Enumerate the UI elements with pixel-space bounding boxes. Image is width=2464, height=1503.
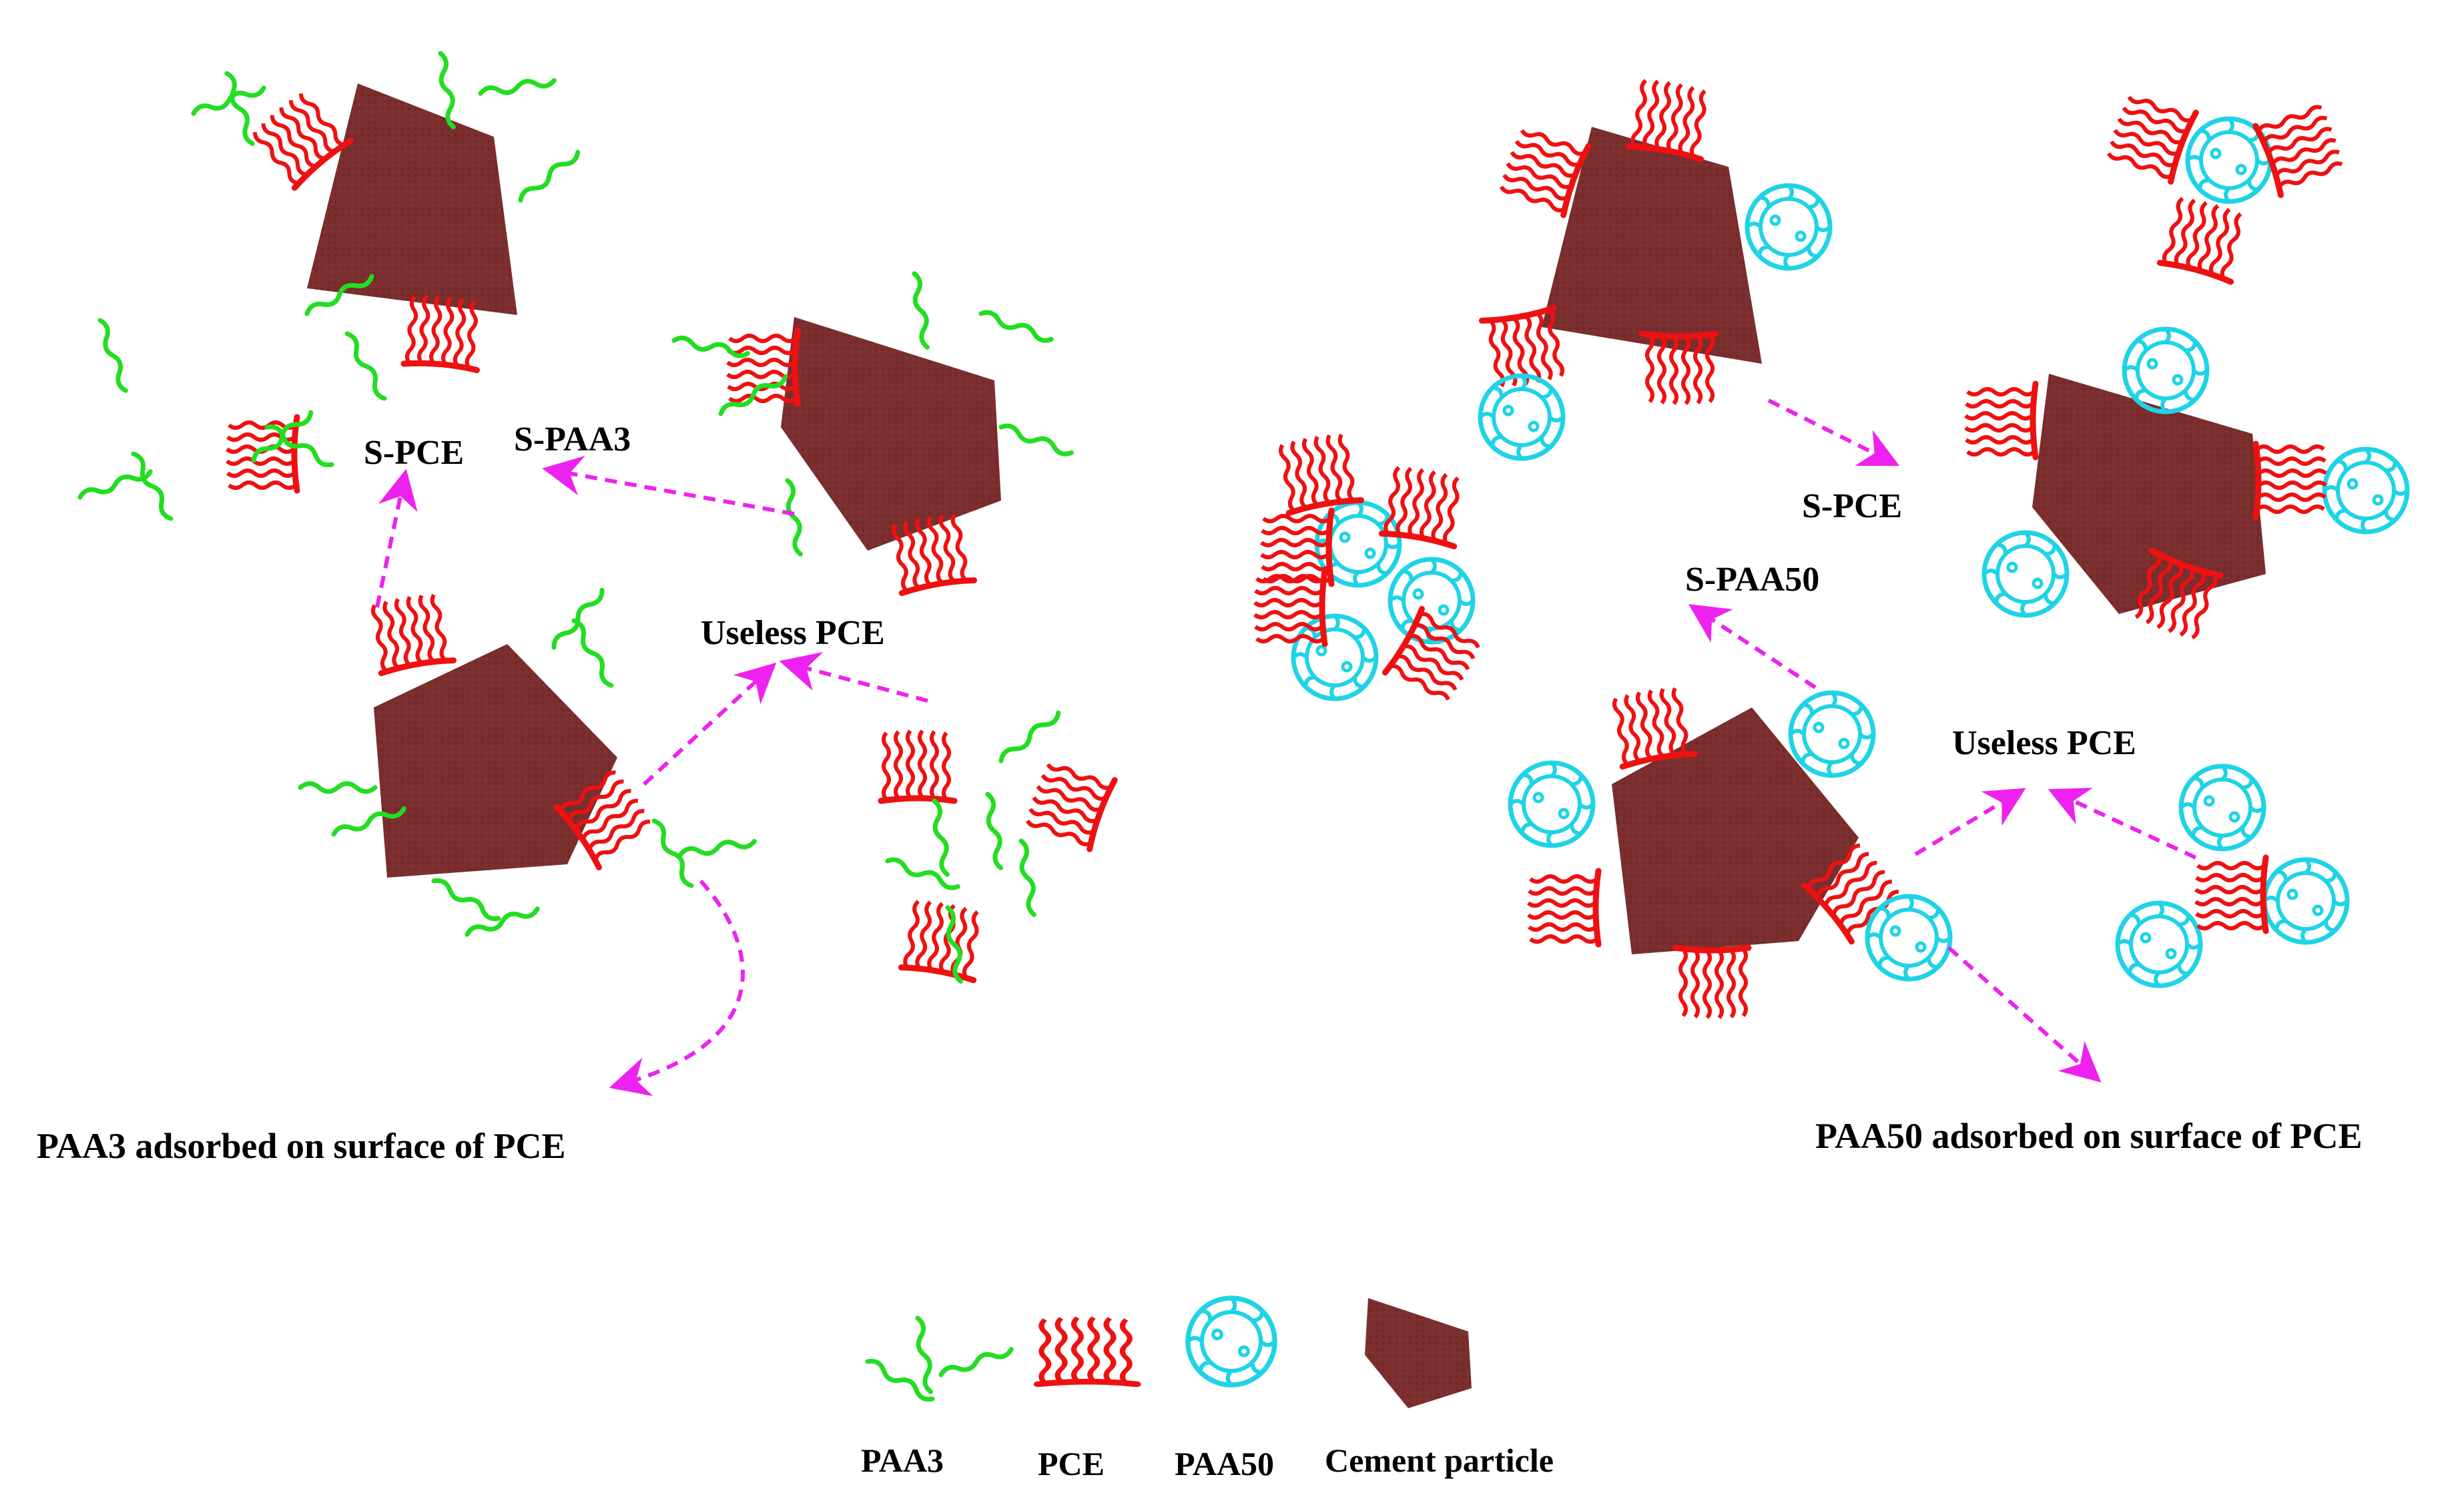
legend-cement-icon <box>1365 1298 1472 1408</box>
cement-particle <box>2032 374 2266 614</box>
cement-particle <box>781 317 1001 551</box>
label-s-pce: S-PCE <box>1802 487 1902 525</box>
right-panel: S-PCE S-PAA50 Useless PCE PAA50 adsorbed… <box>1255 77 2407 1156</box>
cement-particle <box>1542 127 1762 364</box>
cement-cluster <box>1510 685 1950 1018</box>
cement-cluster <box>300 587 755 938</box>
cement-particle <box>307 83 517 315</box>
pce-paa50-complex <box>2105 89 2347 282</box>
arrow <box>779 651 928 703</box>
arrows <box>375 455 928 1097</box>
caption-paa3: PAA3 adsorbed on surface of PCE <box>37 1126 565 1166</box>
label-s-pce: S-PCE <box>364 434 464 472</box>
cement-cluster <box>1480 77 1830 459</box>
legend-paa50-icon <box>1188 1298 1275 1385</box>
arrow <box>609 879 745 1097</box>
arrow <box>1914 788 2026 856</box>
arrow <box>1947 946 2102 1083</box>
legend-label-cement: Cement particle <box>1325 1442 1554 1479</box>
caption-paa50: PAA50 adsorbed on surface of PCE <box>1815 1116 2362 1156</box>
cement-particle <box>374 644 617 878</box>
arrow <box>1688 604 1817 689</box>
cement-cluster <box>1965 329 2407 641</box>
label-s-paa50: S-PAA50 <box>1685 561 1819 599</box>
legend-pce-icon <box>1038 1317 1137 1384</box>
legend-label-paa3: PAA3 <box>861 1442 944 1479</box>
pce-paa50-complex <box>1255 431 1482 707</box>
label-useless-pce: Useless PCE <box>701 614 885 652</box>
left-panel: S-PCE S-PAA3 Useless PCE PAA3 adsorbed o… <box>37 53 1115 1166</box>
cement-cluster <box>192 53 581 400</box>
arrow <box>642 662 777 786</box>
legend-label-paa50: PAA50 <box>1175 1445 1274 1482</box>
arrow <box>2048 788 2197 860</box>
arrow <box>375 469 418 608</box>
arrow <box>542 455 795 516</box>
cement-cluster <box>673 273 1072 593</box>
cement-particle <box>1365 1298 1472 1408</box>
legend-paa3-icon <box>866 1317 1012 1402</box>
legend: PAA3 PCE PAA50 Cement particle <box>861 1298 1554 1482</box>
arrows <box>1688 398 2197 1083</box>
cement-particle <box>1612 707 1859 954</box>
arrow <box>1767 398 1900 467</box>
label-s-paa3: S-PAA3 <box>514 420 631 459</box>
useless-pce-cluster <box>2118 766 2347 986</box>
legend-label-pce: PCE <box>1038 1445 1105 1482</box>
useless-pce-cluster <box>881 709 1115 982</box>
label-useless-pce: Useless PCE <box>1952 724 2136 762</box>
pce-paa3-complex <box>79 319 334 521</box>
